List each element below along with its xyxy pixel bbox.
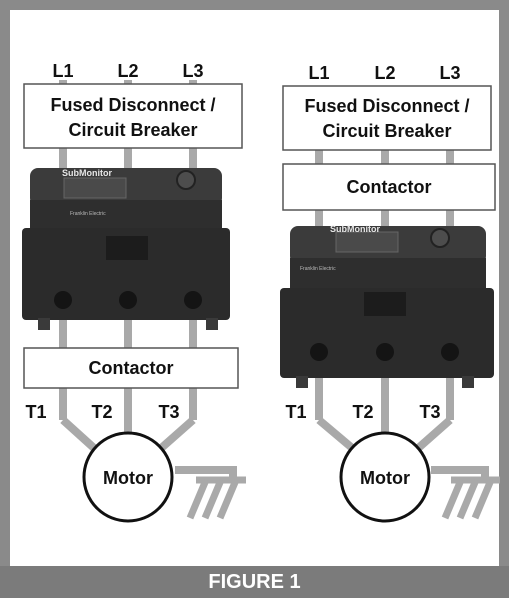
right-motor — [339, 431, 431, 523]
right-contactor-box — [282, 163, 496, 211]
left-submonitor-device: SubMonitor Franklin Electric — [22, 168, 230, 330]
left-label-t2: T2 — [91, 402, 112, 422]
left-diagram: L1 L2 L3 Fused Disconnect / Circuit Brea… — [22, 61, 246, 523]
right-label-l1: L1 — [308, 63, 329, 83]
right-label-t3: T3 — [419, 402, 440, 422]
left-label-t1: T1 — [25, 402, 46, 422]
left-label-l1: L1 — [52, 61, 73, 81]
right-label-l2: L2 — [374, 63, 395, 83]
right-label-l3: L3 — [439, 63, 460, 83]
left-ground-icon — [186, 476, 246, 520]
right-device-brand: SubMonitor — [330, 224, 380, 234]
left-breaker-box — [23, 83, 243, 149]
right-submonitor-device: SubMonitor Franklin Electric — [280, 224, 494, 388]
right-contactor-label: Contactor — [347, 177, 432, 197]
right-breaker-box — [282, 85, 492, 151]
right-breaker-label-line2: Circuit Breaker — [322, 121, 451, 141]
right-motor-label: Motor — [360, 468, 410, 488]
left-contactor-label: Contactor — [89, 358, 174, 378]
right-label-t1: T1 — [285, 402, 306, 422]
left-label-l3: L3 — [182, 61, 203, 81]
left-label-l2: L2 — [117, 61, 138, 81]
left-breaker-label-line1: Fused Disconnect / — [50, 95, 215, 115]
left-device-maker: Franklin Electric — [70, 211, 106, 217]
left-motor-label: Motor — [103, 468, 153, 488]
right-diagram: L1 L2 L3 Fused Disconnect / Circuit Brea… — [280, 63, 500, 523]
left-breaker-label-line2: Circuit Breaker — [68, 120, 197, 140]
left-device-brand: SubMonitor — [62, 168, 112, 178]
right-device-maker: Franklin Electric — [300, 266, 336, 272]
right-label-t2: T2 — [352, 402, 373, 422]
left-motor — [82, 431, 174, 523]
left-contactor-box — [23, 347, 239, 389]
figure-caption: FIGURE 1 — [0, 566, 509, 598]
left-label-t3: T3 — [158, 402, 179, 422]
right-ground-icon — [441, 476, 500, 520]
right-breaker-label-line1: Fused Disconnect / — [304, 96, 469, 116]
